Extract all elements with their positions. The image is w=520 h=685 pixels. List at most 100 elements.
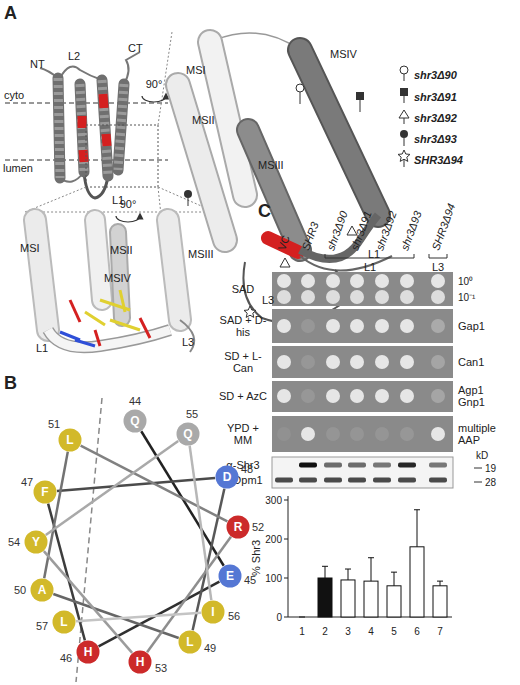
growth-spot <box>326 290 340 304</box>
protein-band <box>373 463 391 468</box>
legend-symbol-part <box>399 110 409 118</box>
zoom-structure-part <box>248 130 300 250</box>
unit-label: kD <box>476 450 488 461</box>
residue-number: 47 <box>21 477 33 488</box>
zoom-bottom-part <box>70 300 80 322</box>
zoom-structure-part <box>215 33 300 50</box>
transporter-label: Gap1 <box>458 320 485 332</box>
transporter-label: Can1 <box>458 356 484 368</box>
legend-entry: shr3Δ90 <box>414 69 457 81</box>
growth-spot <box>375 274 389 288</box>
residue-number: 51 <box>48 419 60 430</box>
loop-label: L2 <box>68 50 80 62</box>
wheel-link <box>44 551 132 653</box>
membrane-model-part <box>106 134 107 146</box>
growth-spot <box>277 290 291 304</box>
zoom-bottom-part <box>180 320 194 352</box>
growth-spot <box>375 319 389 333</box>
membrane-side: lumen <box>3 162 33 174</box>
error-bar <box>440 581 441 586</box>
medium-label: SD + AzC <box>219 390 267 402</box>
residue-circle: Q44 <box>123 409 147 433</box>
panel-letter: A <box>4 4 17 24</box>
error-bar <box>348 569 349 580</box>
wheel-link <box>46 441 178 535</box>
residue-circle: L51 <box>58 428 82 452</box>
marker-ticks-part <box>474 482 482 483</box>
residue-number: 44 <box>129 396 141 407</box>
mass-label: 19 <box>485 463 496 474</box>
axis-tick: 200 <box>265 534 282 545</box>
strain-label: SHR3 <box>299 220 320 252</box>
growth-spot <box>301 355 315 369</box>
error-bar <box>394 572 395 586</box>
western-blot <box>272 457 453 488</box>
membrane-model-part <box>5 103 168 104</box>
residue-fill <box>31 579 54 602</box>
protein-band <box>275 463 293 468</box>
zoom-bottom-part <box>95 220 102 300</box>
growth-spot <box>350 274 364 288</box>
residue-circle: Y54 <box>24 530 48 554</box>
protein-band <box>299 463 317 468</box>
growth-spot <box>326 355 340 369</box>
terminus-label: CT <box>128 42 143 54</box>
growth-spot <box>326 389 340 403</box>
helix-label: MSIII <box>258 159 284 171</box>
growth-spot <box>350 389 364 403</box>
protein-band <box>429 463 447 468</box>
residue-circle: D48 <box>215 465 239 489</box>
medium-label: YPD + MM <box>219 422 267 446</box>
zoom-bottom-part <box>48 330 170 347</box>
growth-spot <box>301 290 315 304</box>
bar <box>341 580 355 617</box>
growth-spot <box>326 319 340 333</box>
loop-label: L1 <box>364 261 376 273</box>
helix-label: MSI <box>20 242 40 254</box>
mass-label: 28 <box>485 477 496 488</box>
residue-letter: I <box>211 606 214 618</box>
plate-panel <box>272 381 453 412</box>
growth-spot <box>400 319 414 333</box>
lane-bracket-part <box>414 254 415 258</box>
residue-number: 46 <box>60 653 72 664</box>
growth-spot <box>375 290 389 304</box>
residue-circle: R52 <box>226 515 250 539</box>
zoom-structure-part <box>248 130 300 250</box>
growth-spot <box>326 427 340 441</box>
residue-number: 50 <box>14 585 26 596</box>
zoom-bottom-part <box>110 320 140 330</box>
membrane-model-part <box>80 84 84 172</box>
residue-letter: R <box>234 521 243 533</box>
growth-spot <box>277 355 291 369</box>
membrane-model-part <box>118 84 124 170</box>
zoom-structure-part <box>300 92 301 104</box>
protein-band <box>398 478 416 483</box>
legend-entry: shr3Δ93 <box>414 133 457 145</box>
bar <box>295 617 309 618</box>
axis-tick-mark <box>284 539 288 540</box>
lane-number: 5 <box>391 626 397 637</box>
protein-band <box>299 478 317 483</box>
zoom-structure-part <box>296 84 304 92</box>
zoom-structure-part <box>188 198 189 206</box>
marker-ticks <box>474 468 482 482</box>
legend-entry: shr3Δ92 <box>414 112 457 124</box>
membrane-model-part <box>80 84 84 172</box>
helix-label: MSIV <box>330 48 357 60</box>
legend-text: shr3Δ90 <box>414 69 457 81</box>
zoom-bottom-part <box>75 340 95 346</box>
legend-text: shr3Δ91 <box>414 91 457 103</box>
residue-circle: Q55 <box>176 422 200 446</box>
growth-spot <box>277 427 291 441</box>
residue-fill <box>219 565 242 588</box>
membrane-model-part <box>60 66 102 80</box>
wheel-link <box>57 478 215 491</box>
residue-letter: L <box>66 434 73 446</box>
lane-bracket-part <box>429 258 447 259</box>
residue-number: 55 <box>186 409 198 420</box>
zoom-bottom-part <box>60 332 80 340</box>
plate-panel <box>272 416 453 452</box>
loop-label: L3 <box>182 336 194 348</box>
wheel-link <box>190 446 212 600</box>
